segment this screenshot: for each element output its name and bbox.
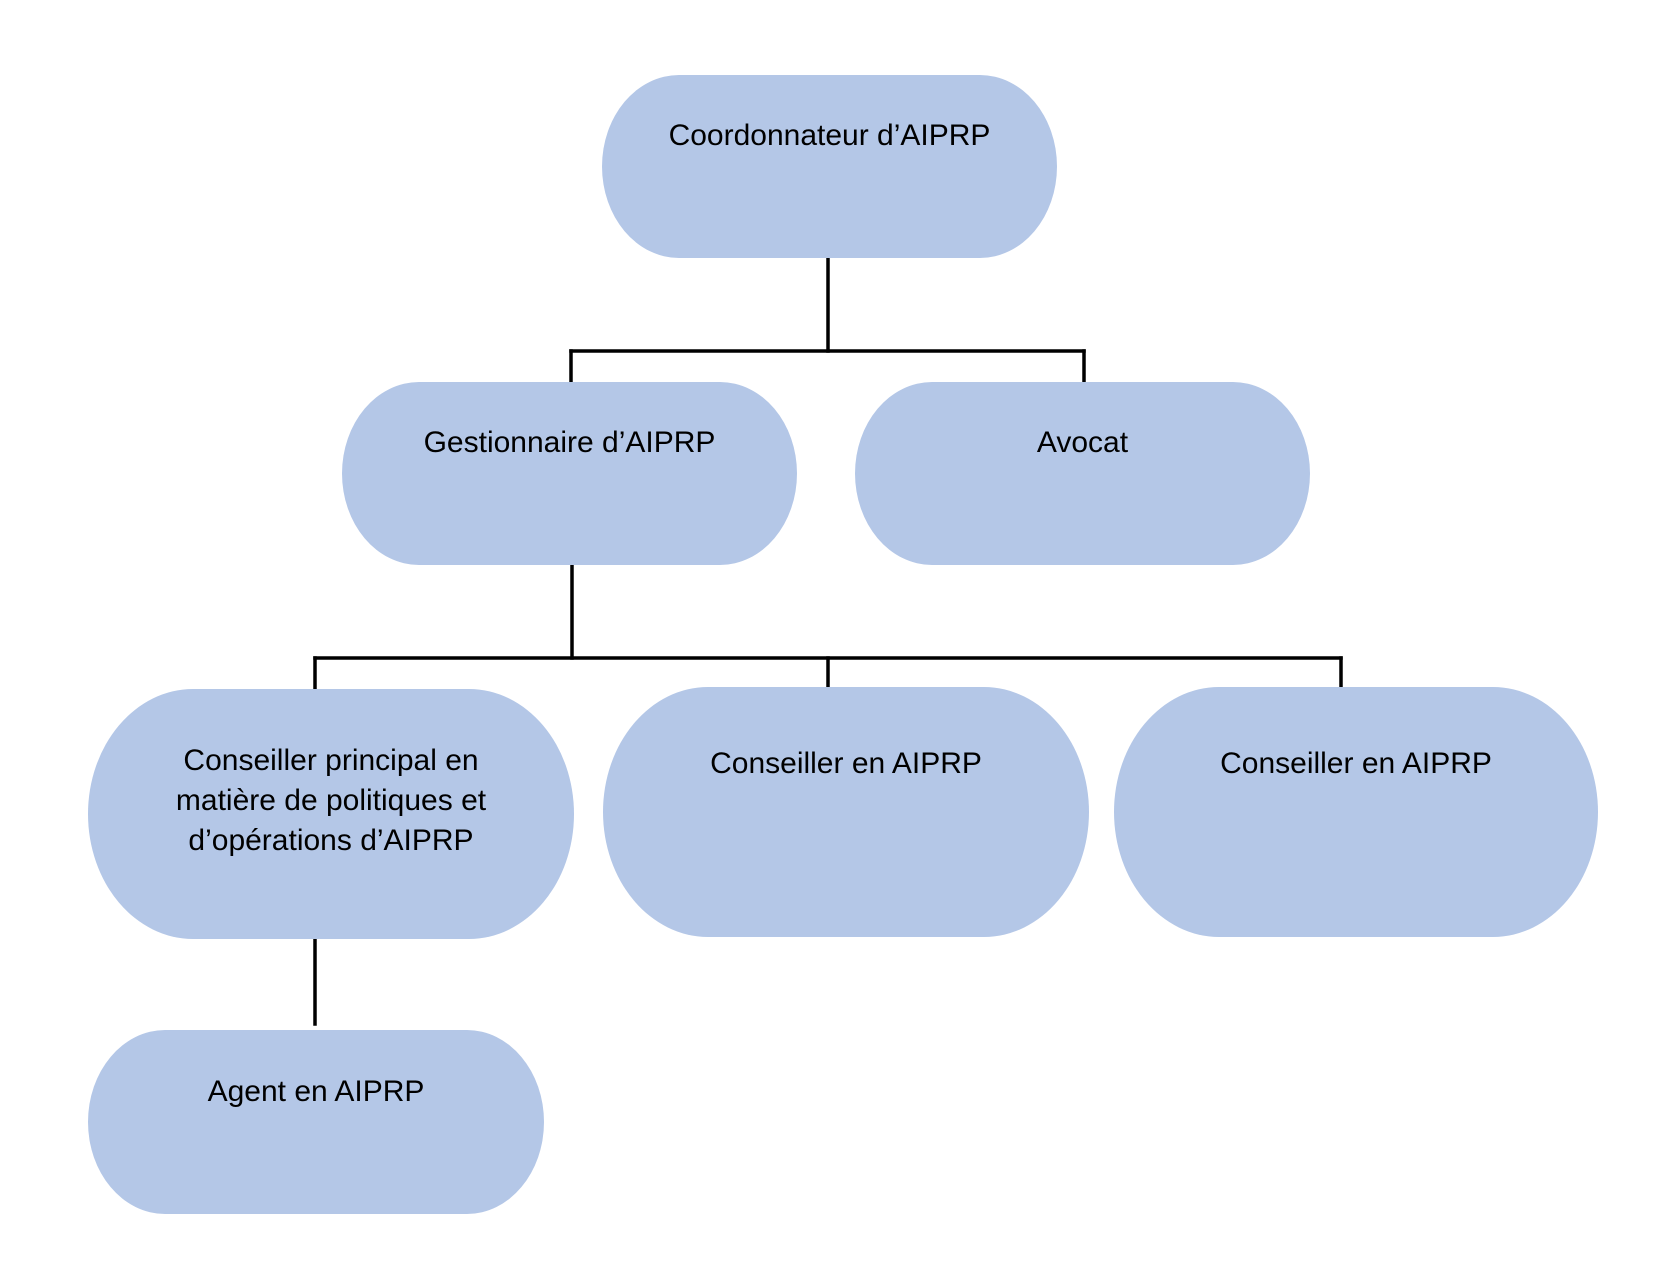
node-avocat: Avocat (855, 382, 1310, 565)
node-conseiller-2: Conseiller en AIPRP (1114, 687, 1598, 937)
node-box (1114, 687, 1598, 937)
org-nodes: Coordonnateur d’AIPRP Gestionnaire d’AIPR… (88, 75, 1598, 1214)
node-label: Conseiller principal en (183, 744, 478, 777)
node-label: Avocat (1037, 426, 1129, 459)
node-label: Conseiller en AIPRP (1220, 747, 1492, 780)
node-label: Coordonnateur d’AIPRP (669, 119, 991, 152)
node-box (88, 689, 574, 939)
node-box (342, 382, 797, 565)
node-conseiller-1: Conseiller en AIPRP (603, 687, 1089, 937)
node-box (603, 687, 1089, 937)
node-box (855, 382, 1310, 565)
node-gestionnaire: Gestionnaire d’AIPRP (342, 382, 797, 565)
node-label: d’opérations d’AIPRP (188, 824, 473, 857)
node-box (88, 1030, 544, 1214)
node-label: Gestionnaire d’AIPRP (424, 426, 716, 459)
node-conseiller-principal: Conseiller principal en matière de politi… (88, 689, 574, 939)
node-label: matière de politiques et (176, 784, 487, 817)
node-label: Agent en AIPRP (208, 1075, 425, 1108)
node-agent: Agent en AIPRP (88, 1030, 544, 1214)
connector-lines (313, 256, 1343, 1026)
node-label: Conseiller en AIPRP (710, 747, 982, 780)
node-coordonnateur: Coordonnateur d’AIPRP (602, 75, 1057, 258)
node-box (602, 75, 1057, 258)
